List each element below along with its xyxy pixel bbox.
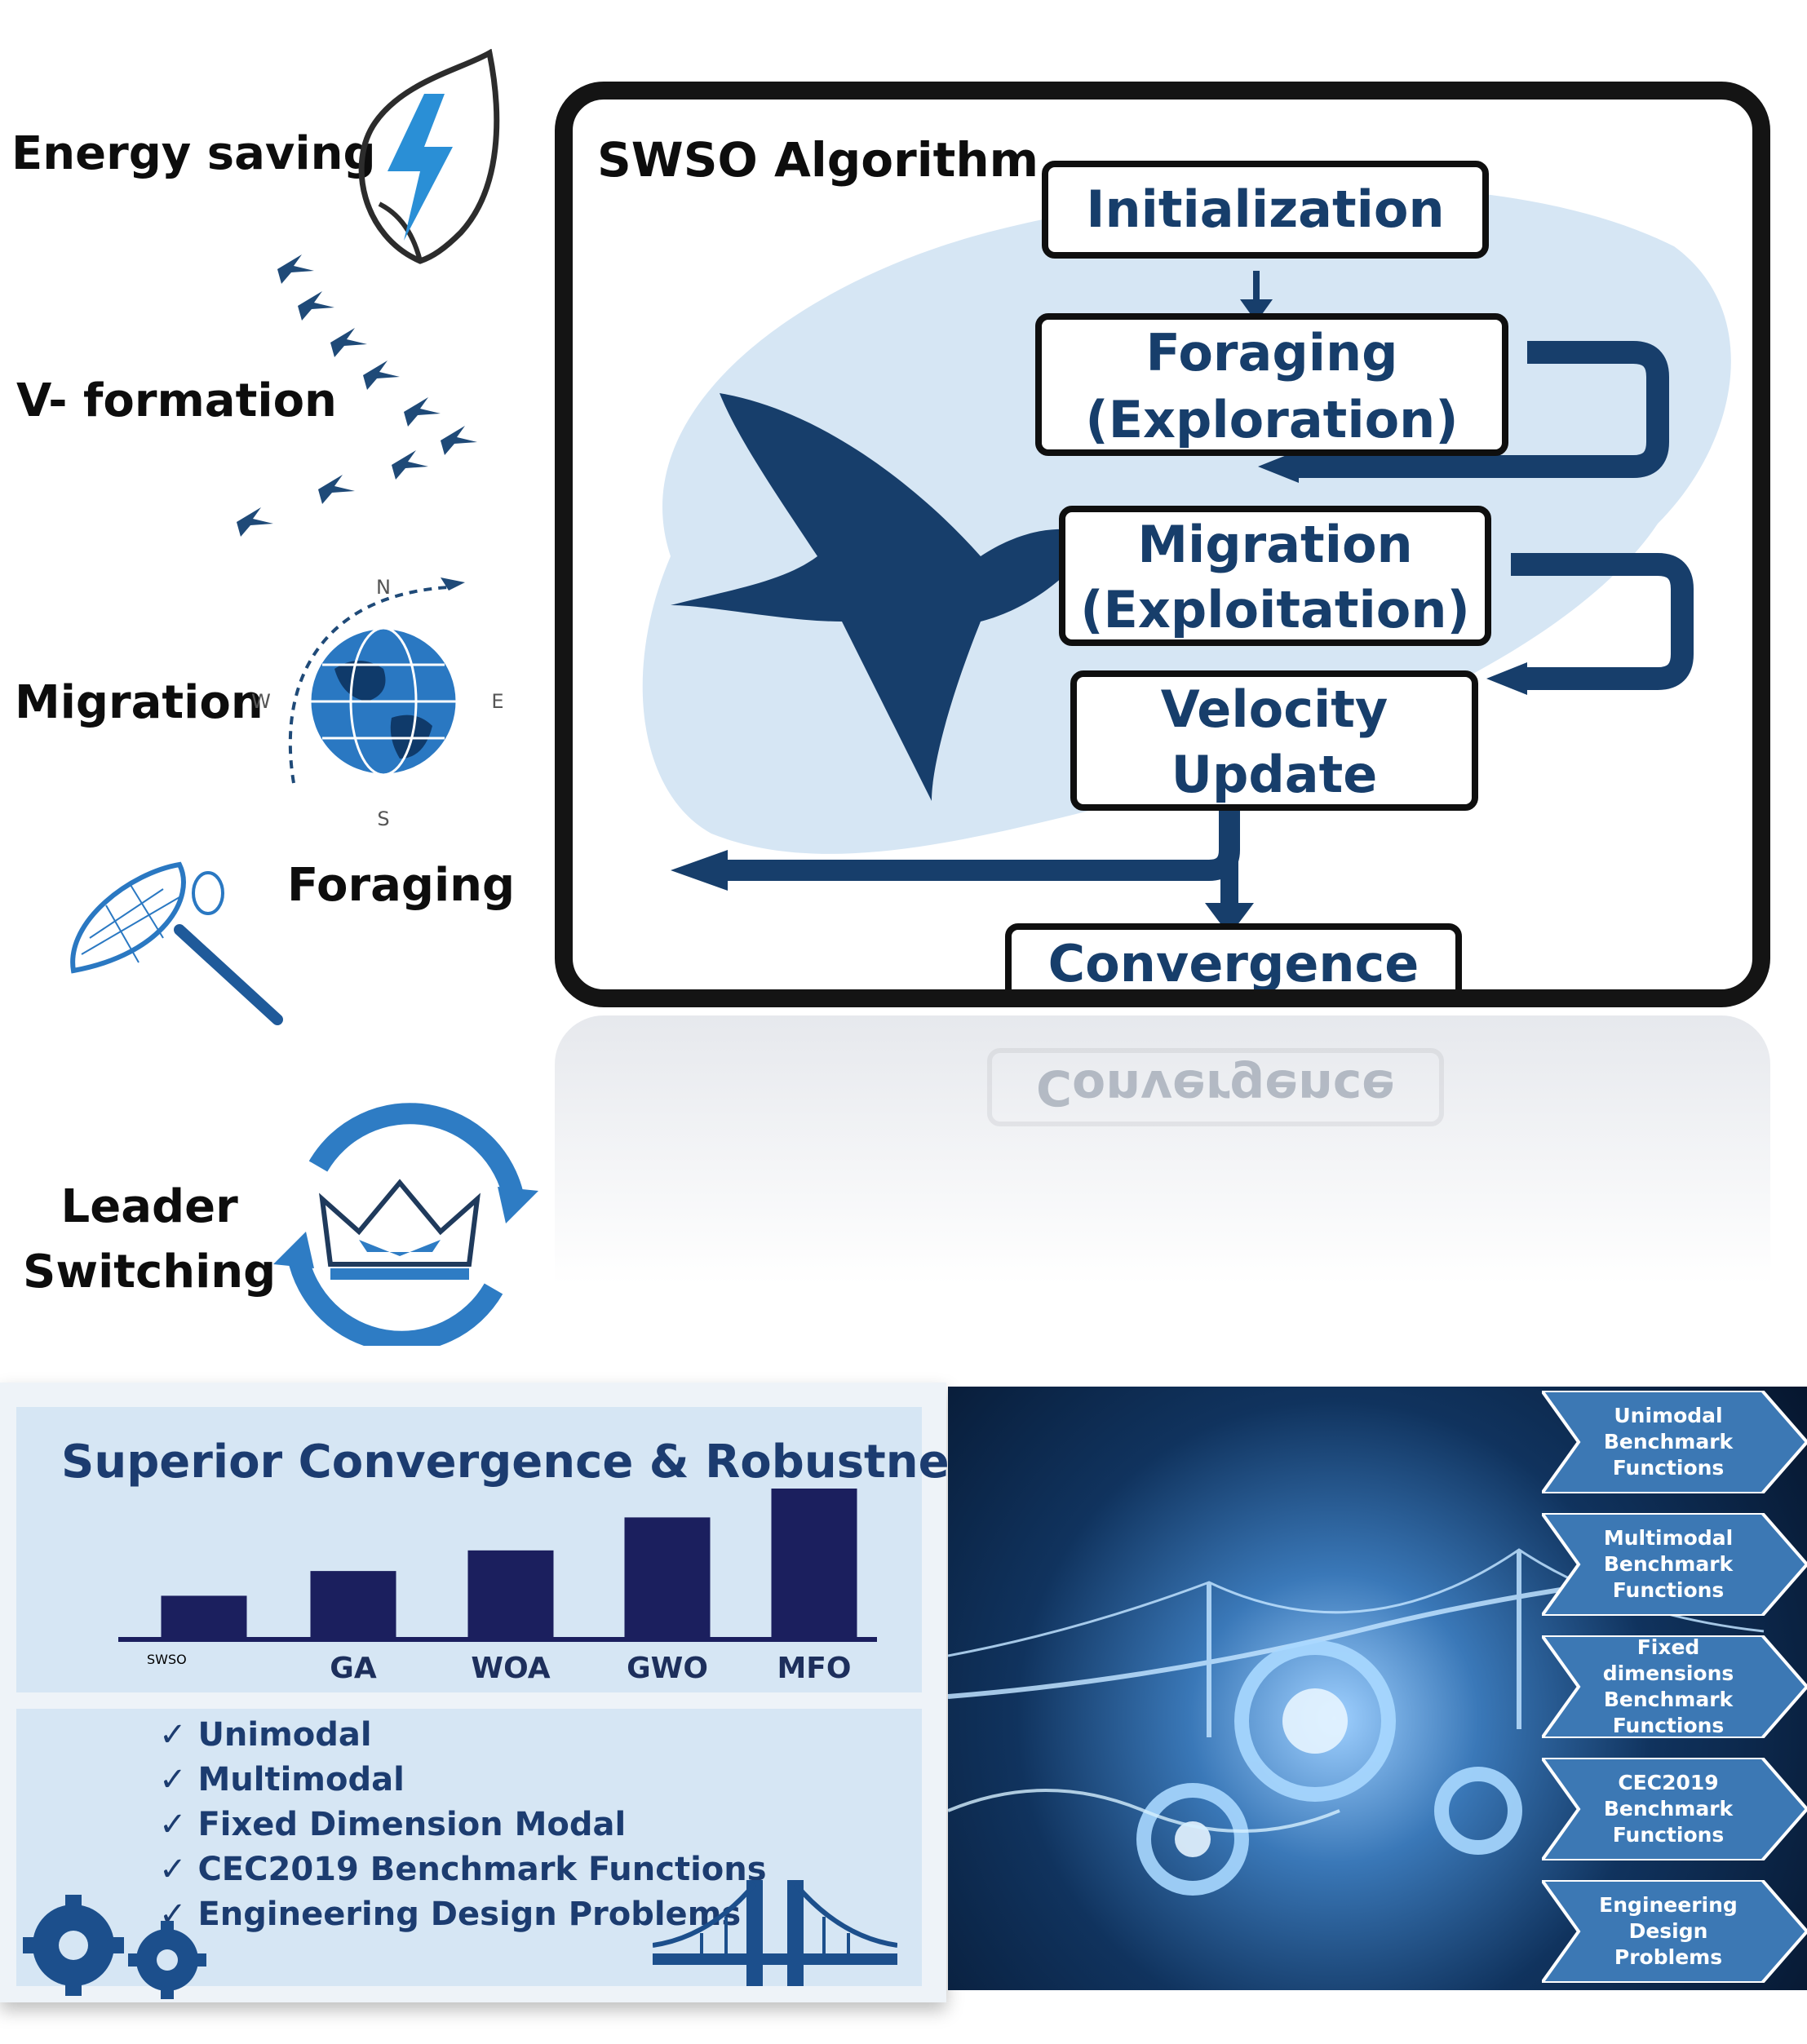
chevron-multimodal [1542, 1513, 1807, 1616]
compass-north-label: N [376, 576, 391, 599]
feature-energy-saving-label: Energy saving [11, 127, 376, 180]
bird-icon [392, 450, 428, 480]
chevron-label-engineering: Engineering Design Problems [1599, 1893, 1738, 1969]
reflection-convergence: Convergence [987, 1048, 1444, 1126]
algorithm-title: SWSO Algorithm [597, 132, 1039, 188]
chevron-fixed-dimensions [1542, 1635, 1807, 1738]
compass-east-label: E [491, 690, 503, 713]
bar-swso [161, 1595, 247, 1637]
bird-icon [277, 254, 314, 284]
chevron-label-fixed-dimensions: Fixed dimensions Benchmark Functions [1602, 1635, 1734, 1737]
checkmark-icon: ✓ [159, 1761, 198, 1798]
step-foraging-exploration: Foraging (Exploration) [1035, 313, 1508, 456]
gears-icon [23, 1895, 206, 1999]
checklist-item: ✓ CEC2019 Benchmark Functions [159, 1851, 767, 1888]
compass-south-label: S [377, 807, 389, 830]
compass-west-label: W [251, 690, 271, 713]
chevron-label-unimodal: Unimodal Benchmark Functions [1603, 1404, 1734, 1480]
checklist-item: ✓ Engineering Design Problems [159, 1896, 742, 1933]
bar-ga [310, 1571, 396, 1637]
results-panel: Superior Convergence & Robustness SWSO G… [0, 1383, 1003, 2002]
step-initialization: Initialization [1042, 161, 1489, 259]
bar-label-ga: GA [330, 1652, 377, 1685]
feature-foraging-label: Foraging [287, 859, 516, 912]
checkmark-icon: ✓ [159, 1806, 198, 1843]
step-velocity-update: Velocity Update [1070, 670, 1478, 811]
panel-reflection: Convergence [555, 1015, 1770, 1285]
step-convergence: Convergence [1005, 923, 1462, 989]
chevron-cec2019 [1542, 1758, 1807, 1860]
bird-icon [441, 426, 477, 455]
globe-compass-icon: N S E W [251, 576, 503, 830]
bird-icon [318, 475, 355, 504]
crown-cycle-icon [273, 1103, 538, 1346]
feature-v-formation-label: V- formation [16, 374, 337, 427]
step-migration-exploitation: Migration (Exploitation) [1059, 506, 1491, 646]
net-beetle-icon [70, 861, 283, 1025]
checkmark-icon: ✓ [159, 1716, 198, 1754]
bar-gwo [624, 1517, 711, 1637]
checklist-item: ✓ Multimodal [159, 1761, 405, 1798]
bird-icon [363, 361, 400, 390]
swallow-silhouette-icon [671, 393, 1095, 801]
bar-woa [467, 1550, 554, 1637]
feature-migration-label: Migration [15, 676, 264, 729]
chart-title: Superior Convergence & Robustness [61, 1436, 1004, 1489]
checklist: ✓ Unimodal ✓ Multimodal ✓ Fixed Dimensio… [159, 1713, 767, 1937]
chevron-label-multimodal: Multimodal Benchmark Functions [1603, 1526, 1734, 1602]
feature-leader-switching-label: Leader Switching [23, 1180, 277, 1299]
bar-chart [118, 1489, 877, 1642]
bird-icon [298, 291, 334, 321]
bar-mfo [771, 1489, 857, 1637]
gear-icon [1136, 1783, 1249, 1896]
leaf-lightning-icon [358, 49, 500, 264]
chevron-engineering [1542, 1880, 1807, 1983]
checkmark-icon: ✓ [159, 1851, 198, 1888]
bridge-icon [653, 1880, 897, 1986]
gear-icon [1234, 1640, 1396, 1802]
bar-label-mfo: MFO [777, 1652, 852, 1685]
chevron-label-cec2019: CEC2019 Benchmark Functions [1603, 1771, 1734, 1847]
bar-label-gwo: GWO [627, 1652, 708, 1685]
swso-algorithm-panel: SWSO Algorithm Initialization Foraging (… [555, 82, 1770, 1007]
bird-icon [237, 507, 273, 537]
chart-background [16, 1407, 922, 1692]
checklist-item: ✓ Unimodal [159, 1716, 372, 1754]
bird-icon [330, 328, 367, 357]
bar-label-swso: SWSO [147, 1652, 187, 1667]
chevron-unimodal [1542, 1391, 1807, 1493]
bar-label-woa: WOA [471, 1652, 551, 1685]
gear-icon [1434, 1767, 1522, 1855]
checklist-item: ✓ Fixed Dimension Modal [159, 1806, 627, 1843]
bird-icon [404, 397, 441, 427]
birds-v-formation-icon [237, 254, 477, 537]
